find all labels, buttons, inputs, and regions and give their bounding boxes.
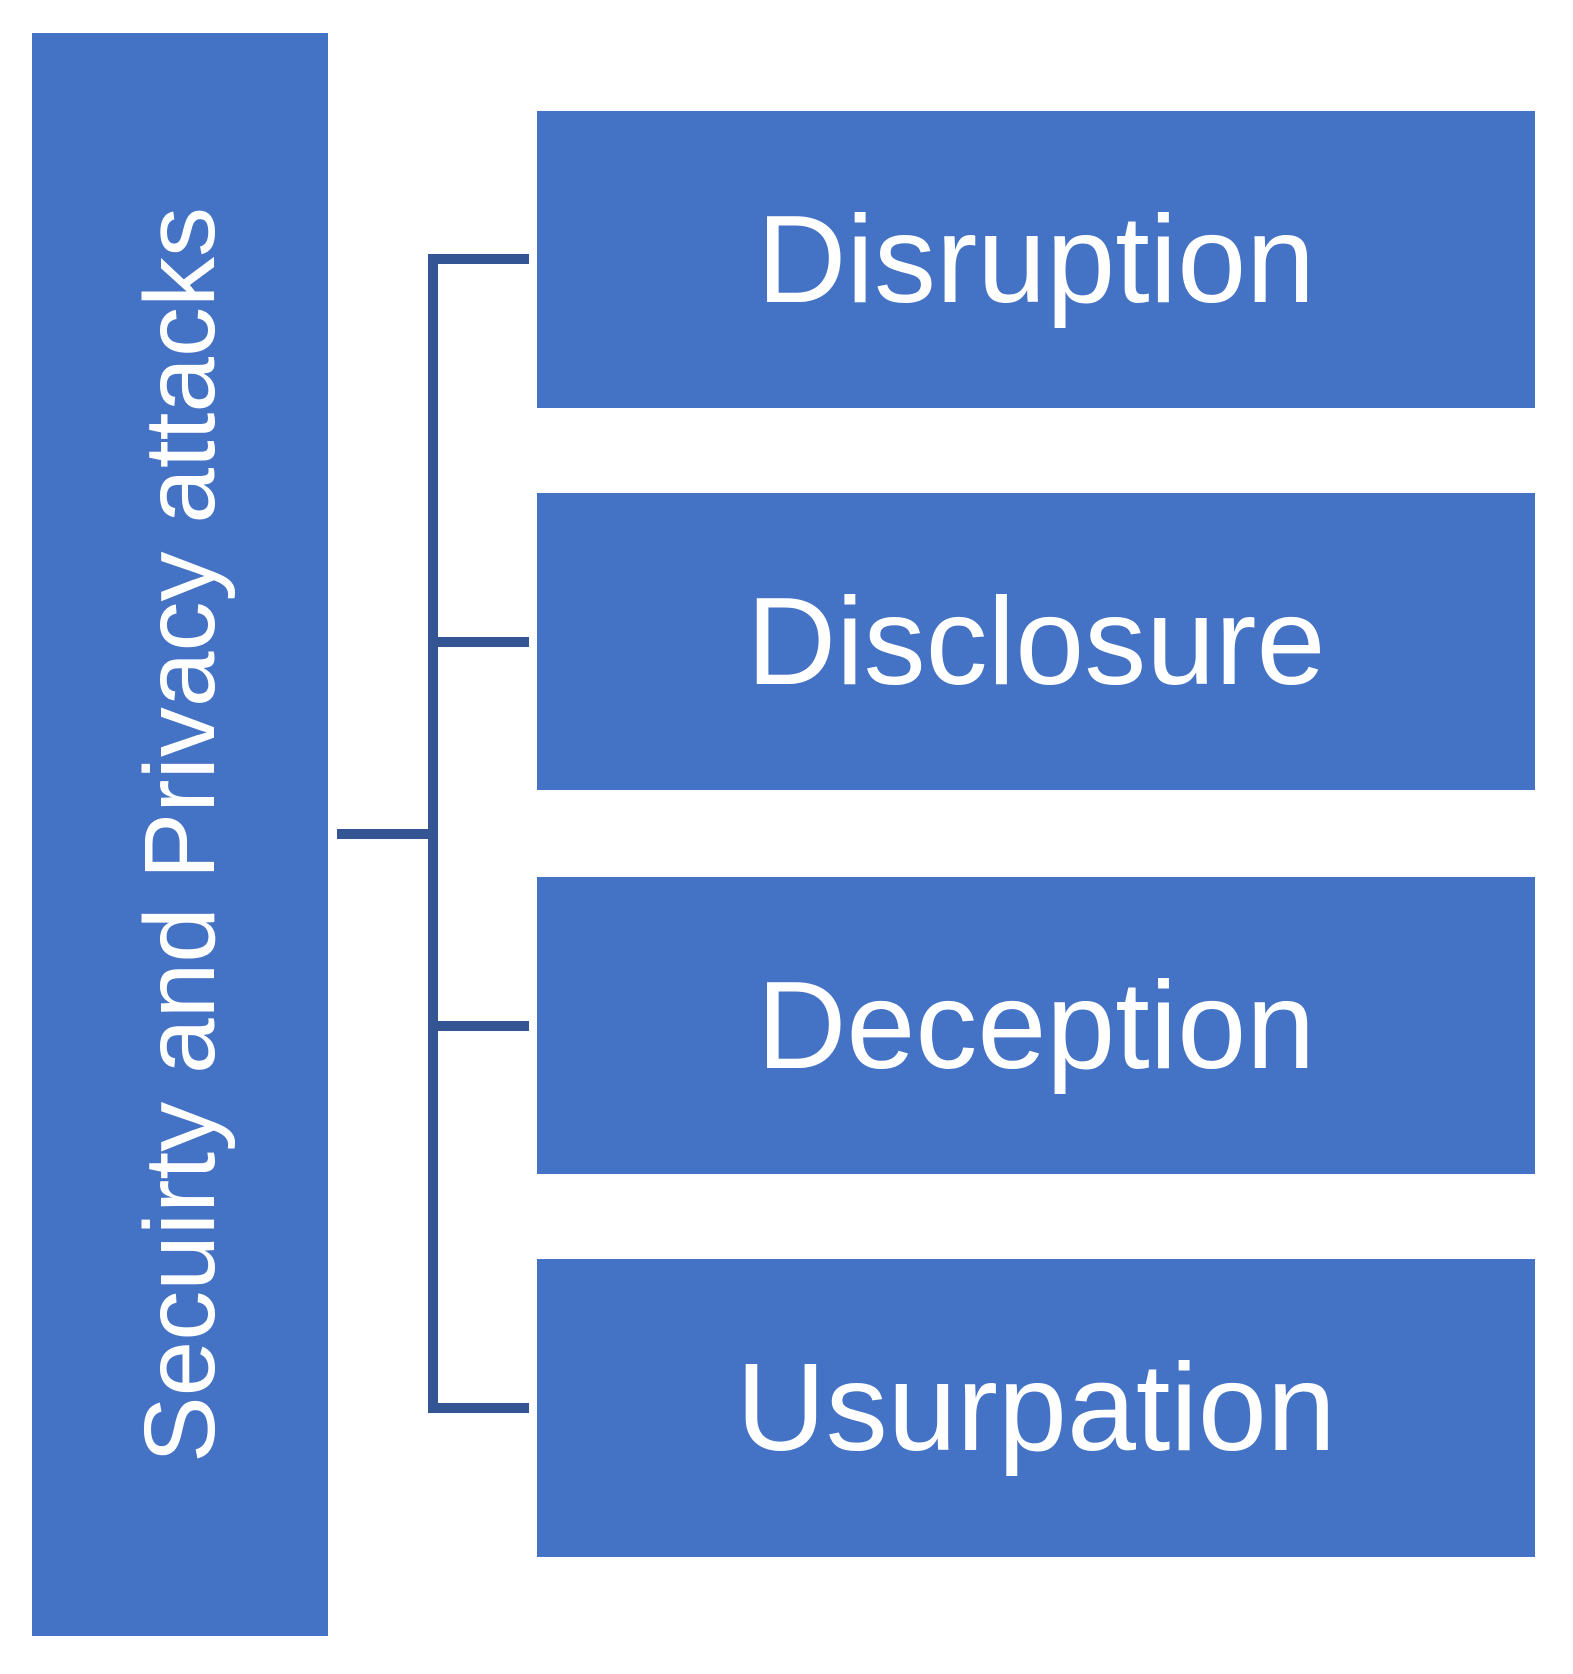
connector-branch-usurpation bbox=[428, 1403, 529, 1413]
node-usurpation-label: Usurpation bbox=[736, 1339, 1336, 1477]
connector-branch-deception bbox=[428, 1021, 529, 1031]
node-deception-label: Deception bbox=[756, 956, 1316, 1095]
root-node-security-privacy-attacks: Secuirty and Privacy attacks bbox=[32, 33, 328, 1636]
node-disruption-label: Disruption bbox=[756, 190, 1316, 329]
connector-branch-disclosure bbox=[428, 637, 529, 647]
root-node-label: Secuirty and Privacy attacks bbox=[124, 206, 236, 1463]
node-usurpation: Usurpation bbox=[537, 1259, 1535, 1557]
connector-root-stub bbox=[337, 829, 428, 839]
node-disclosure-label: Disclosure bbox=[746, 572, 1326, 711]
node-deception: Deception bbox=[537, 877, 1535, 1174]
node-disruption: Disruption bbox=[537, 111, 1535, 408]
node-disclosure: Disclosure bbox=[537, 493, 1535, 790]
connector-branch-disruption bbox=[428, 254, 529, 264]
connector-trunk bbox=[428, 254, 438, 1413]
